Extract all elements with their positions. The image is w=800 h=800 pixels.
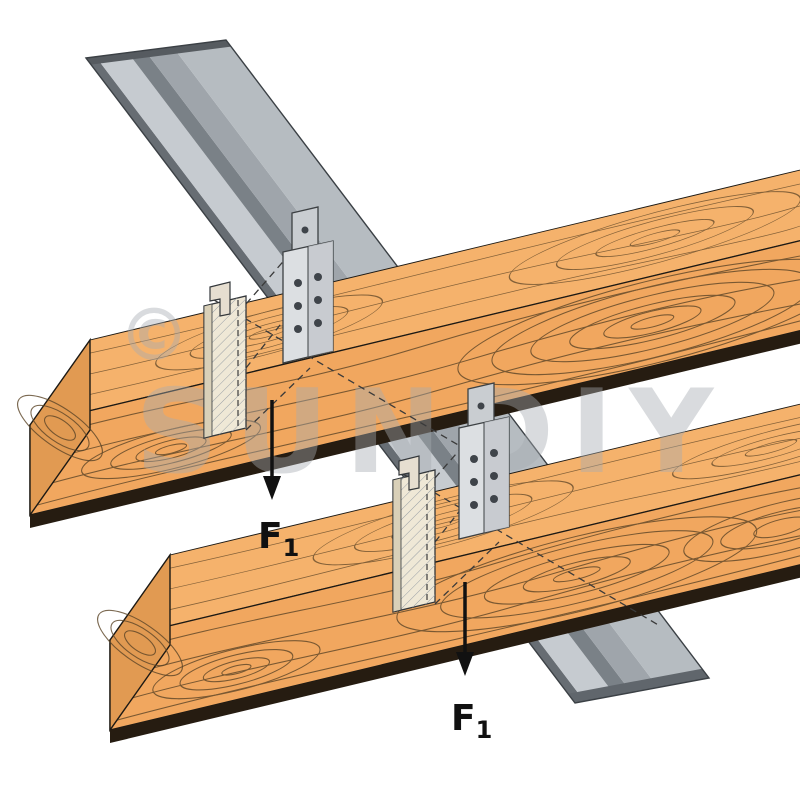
lower-beam-front-grain	[110, 478, 800, 723]
nail-hole	[470, 478, 478, 486]
upper-beam-bottom-edge	[30, 330, 800, 528]
copyright-symbol: ©	[118, 293, 190, 377]
upper-beam-end-rings	[17, 394, 103, 462]
lower-hanger-holes	[470, 449, 498, 509]
nail-hole	[294, 302, 302, 310]
upper-beam-end-face	[29, 337, 91, 518]
steel-top-cut-face	[86, 40, 231, 65]
nail-hole	[490, 449, 498, 457]
nail-hole	[314, 319, 322, 327]
hidden-line	[245, 319, 285, 369]
upper-hanger-back-plate-edge	[203, 303, 213, 439]
nail-hole	[314, 296, 322, 304]
upper-beam-top-grain	[44, 170, 800, 406]
upper-hanger-hook-tab	[209, 281, 231, 317]
hidden-line	[213, 299, 471, 453]
upper-hanger-assembly	[203, 206, 334, 439]
steel-bottom-end-face	[568, 668, 709, 703]
force-arrow-2	[456, 582, 474, 676]
nail-hole	[470, 455, 478, 463]
lower-hanger-hook-tab	[398, 455, 420, 491]
upper-hanger-back-plate-hatch	[204, 296, 246, 438]
hidden-line	[434, 541, 500, 605]
lower-hanger-assembly	[392, 382, 510, 613]
hidden-line	[402, 473, 661, 627]
force-arrow-1	[263, 400, 281, 500]
nail-hole	[490, 495, 498, 503]
hidden-line	[245, 255, 289, 305]
upper-hanger-holes	[294, 273, 322, 333]
arrow-head-icon	[263, 476, 281, 500]
nail-hole	[470, 501, 478, 509]
upper-hanger-tab-hole	[301, 226, 309, 234]
lower-hanger-back-plate-edge	[392, 477, 402, 613]
arrow-head-icon	[456, 652, 474, 676]
force-label-2: F1	[451, 698, 492, 744]
nail-hole	[490, 472, 498, 480]
upper-beam-front-grain	[30, 253, 800, 508]
force-label-1: F1	[258, 516, 299, 562]
nail-hole	[314, 273, 322, 281]
lower-hanger-back-plate-hatch	[393, 470, 435, 612]
hidden-line	[245, 367, 311, 431]
nail-hole	[294, 325, 302, 333]
lower-beam-end-face	[109, 552, 171, 733]
lower-beam-end-rings	[97, 609, 183, 677]
nail-hole	[294, 279, 302, 287]
lower-hanger-tab-hole	[477, 402, 485, 410]
lower-beam-bottom-edge	[110, 564, 800, 743]
